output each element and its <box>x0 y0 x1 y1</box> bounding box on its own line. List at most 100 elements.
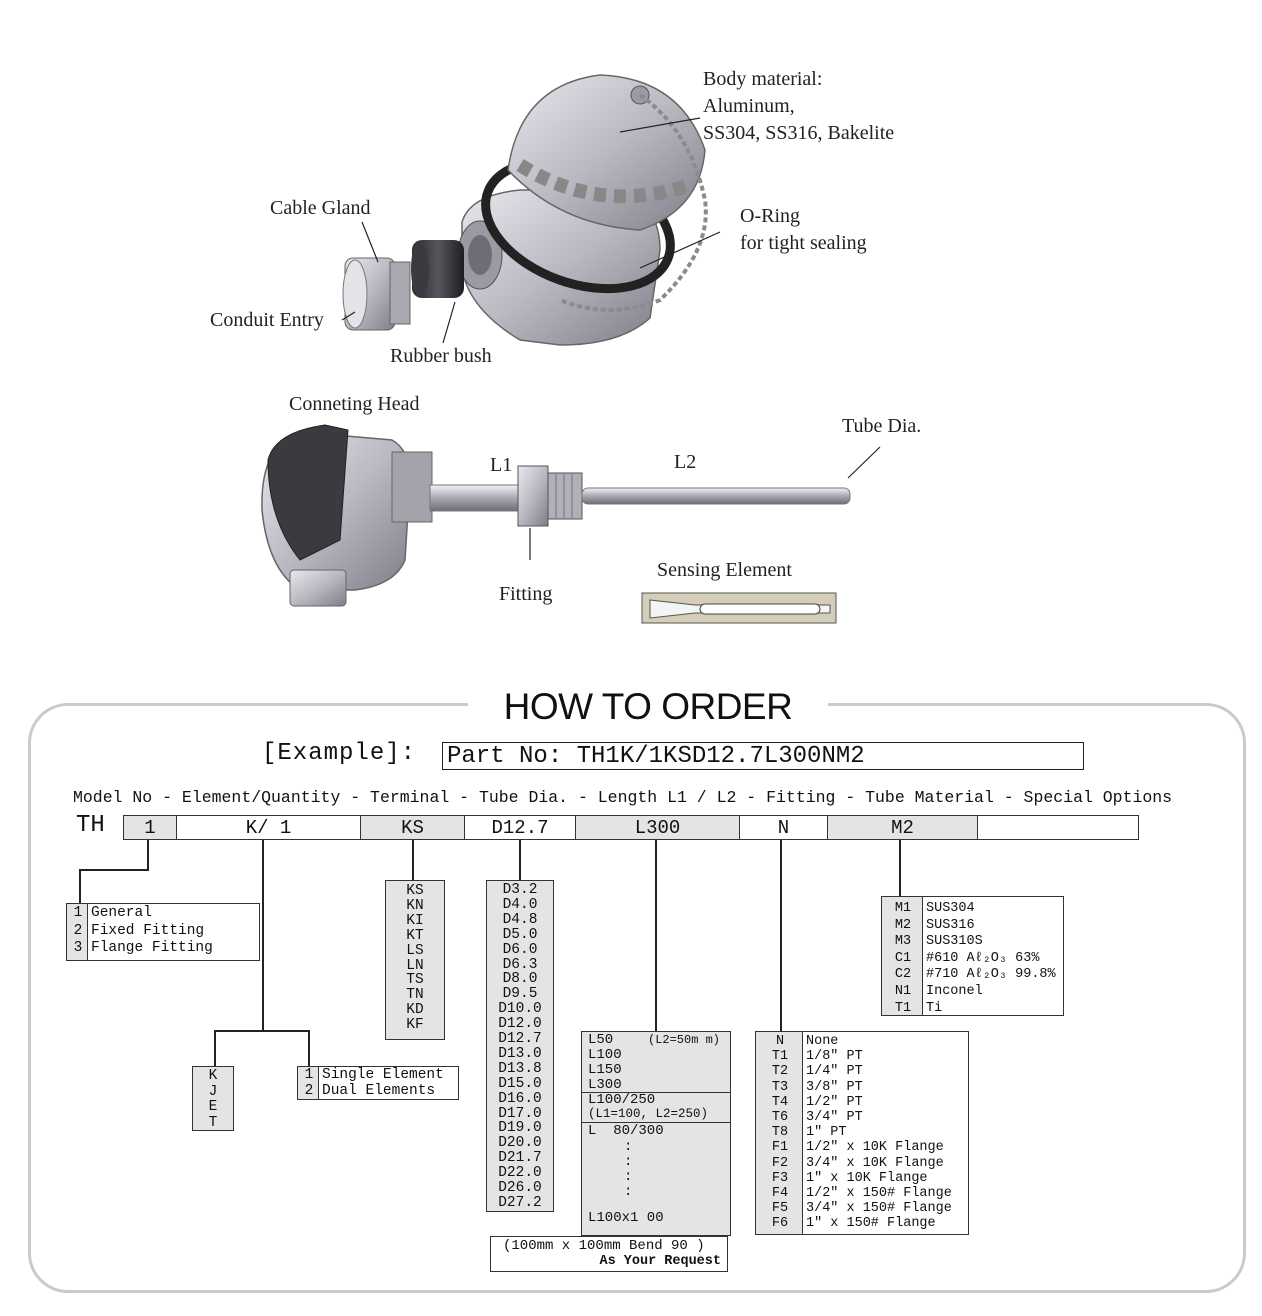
model-code: 3 <box>73 940 83 956</box>
connector-material <box>899 840 901 897</box>
fitting-code: T2 <box>771 1064 789 1080</box>
model-desc: General <box>91 905 152 921</box>
material-desc: SUS304 <box>926 901 975 916</box>
length-dots: : <box>624 1154 633 1170</box>
terminal-item: KI <box>406 912 424 929</box>
fitting-code: F6 <box>771 1216 789 1232</box>
bend-note: (100mm x 100mm Bend 90 )As Your Request <box>490 1236 728 1272</box>
body-material-line: Body material: <box>703 68 823 90</box>
material-desc: #710 Aℓ₂O₃ 99.8% <box>926 967 1056 983</box>
element-type-item: K <box>208 1068 218 1084</box>
quantity-code: 2 <box>304 1082 314 1099</box>
cell-model: 1 <box>123 815 177 840</box>
sensing-element-label: Sensing Element <box>657 559 792 581</box>
model-desc: Fixed Fitting <box>91 922 205 939</box>
connector-element <box>214 1030 216 1067</box>
length-note: (L2=50m m) <box>648 1033 721 1047</box>
sensing-element-drawing <box>641 592 837 624</box>
tube-dia-item: D26.0 <box>498 1180 542 1196</box>
fitting-code: T3 <box>771 1079 789 1095</box>
fitting-code-column <box>756 1032 803 1234</box>
fitting-code: N <box>775 1034 785 1049</box>
material-code: N1 <box>894 984 912 999</box>
tube-dia-item: D4.8 <box>502 911 538 928</box>
quantity-code-column <box>298 1067 319 1099</box>
length-item: L300 <box>588 1077 622 1093</box>
connector-fitting <box>780 840 782 1032</box>
tube-dia-item: D15.0 <box>498 1075 542 1092</box>
l1-label: L1 <box>490 454 513 476</box>
fitting-desc: 3/8" PT <box>806 1079 863 1095</box>
tube-dia-item: D21.7 <box>498 1150 542 1167</box>
model-desc: Flange Fitting <box>91 940 213 956</box>
leader-lines-bottom <box>529 446 881 560</box>
tube-dia-item: D16.0 <box>498 1090 542 1107</box>
fitting-desc: 1/4" PT <box>806 1064 863 1080</box>
length-dots: : <box>624 1139 633 1155</box>
tube-dia-item: D19.0 <box>498 1120 542 1137</box>
fitting-code: F2 <box>771 1155 789 1171</box>
connector-model <box>147 840 149 871</box>
exploded-head <box>342 74 708 346</box>
model-code: 1 <box>73 905 83 921</box>
length-item: L100 <box>588 1047 622 1063</box>
material-code: M3 <box>894 934 912 950</box>
fitting-desc: None <box>806 1034 839 1049</box>
fitting-desc: 1/8" PT <box>806 1049 863 1065</box>
fitting-desc: 1/2" PT <box>806 1094 863 1110</box>
terminal-item: TN <box>406 987 424 1004</box>
material-code: C2 <box>894 967 912 983</box>
length-item: L 80/300 <box>588 1123 664 1139</box>
tube-dia-item: D10.0 <box>498 1001 542 1018</box>
o-ring-line: O-Ring <box>740 205 800 227</box>
conduit-entry-label: Conduit Entry <box>210 309 324 331</box>
length-item: L50 <box>588 1032 614 1048</box>
tube-dia-label: Tube Dia. <box>842 415 922 437</box>
tube-dia-item: D13.8 <box>498 1060 542 1077</box>
length-dots: : <box>624 1184 633 1200</box>
terminal-item: KD <box>406 1002 424 1019</box>
body-material-label: Body material: Aluminum, SS304, SS316, B… <box>703 66 894 147</box>
bend-note-line: As Your Request <box>599 1254 721 1269</box>
terminal-item: KT <box>406 927 424 944</box>
example-part-number: Part No: TH1K/1KSD12.7L300NM2 <box>442 742 1084 770</box>
order-title: HOW TO ORDER <box>468 684 828 730</box>
material-code: C1 <box>894 950 912 966</box>
terminal-item: KN <box>406 897 424 914</box>
tube-dia-item: D3.2 <box>502 882 538 898</box>
cell-terminal: KS <box>360 815 465 840</box>
cell-fitting: N <box>739 815 828 840</box>
tube-dia-item: D6.0 <box>502 941 538 958</box>
tube-dia-item: D12.0 <box>498 1016 542 1033</box>
bend-note-line: (100mm x 100mm Bend 90 ) <box>503 1238 705 1254</box>
fitting-code: T8 <box>771 1125 789 1141</box>
material-code: T1 <box>894 1000 912 1016</box>
terminal-item: LS <box>406 942 424 959</box>
terminal-item: KS <box>406 883 424 899</box>
fitting-desc: 1/2" x 150# Flange <box>806 1186 952 1201</box>
tube-dia-item: D9.5 <box>502 986 538 1003</box>
tube-dia-item: D8.0 <box>502 971 538 988</box>
connector-terminal <box>412 840 414 881</box>
fitting-desc: 3/4" PT <box>806 1110 863 1125</box>
length-item: L100x1 00 <box>588 1210 664 1226</box>
o-ring-label: O-Ring for tight sealing <box>740 203 867 257</box>
terminal-item: TS <box>406 972 424 989</box>
cell-special <box>977 815 1139 840</box>
element-type-item: J <box>208 1083 218 1100</box>
o-ring-line: for tight sealing <box>740 232 867 254</box>
length-dots: : <box>624 1169 633 1185</box>
field-header-line: Model No - Element/Quantity - Terminal -… <box>73 788 1173 807</box>
connector-model <box>79 869 149 871</box>
assembled-thermocouple <box>261 424 851 607</box>
fitting-code: F4 <box>771 1186 789 1201</box>
material-code: M1 <box>894 901 912 916</box>
fitting-code: T1 <box>771 1049 789 1065</box>
thermocouple-illustration <box>261 74 881 624</box>
tube-dia-item: D5.0 <box>502 926 538 943</box>
element-type-item: E <box>208 1099 218 1115</box>
